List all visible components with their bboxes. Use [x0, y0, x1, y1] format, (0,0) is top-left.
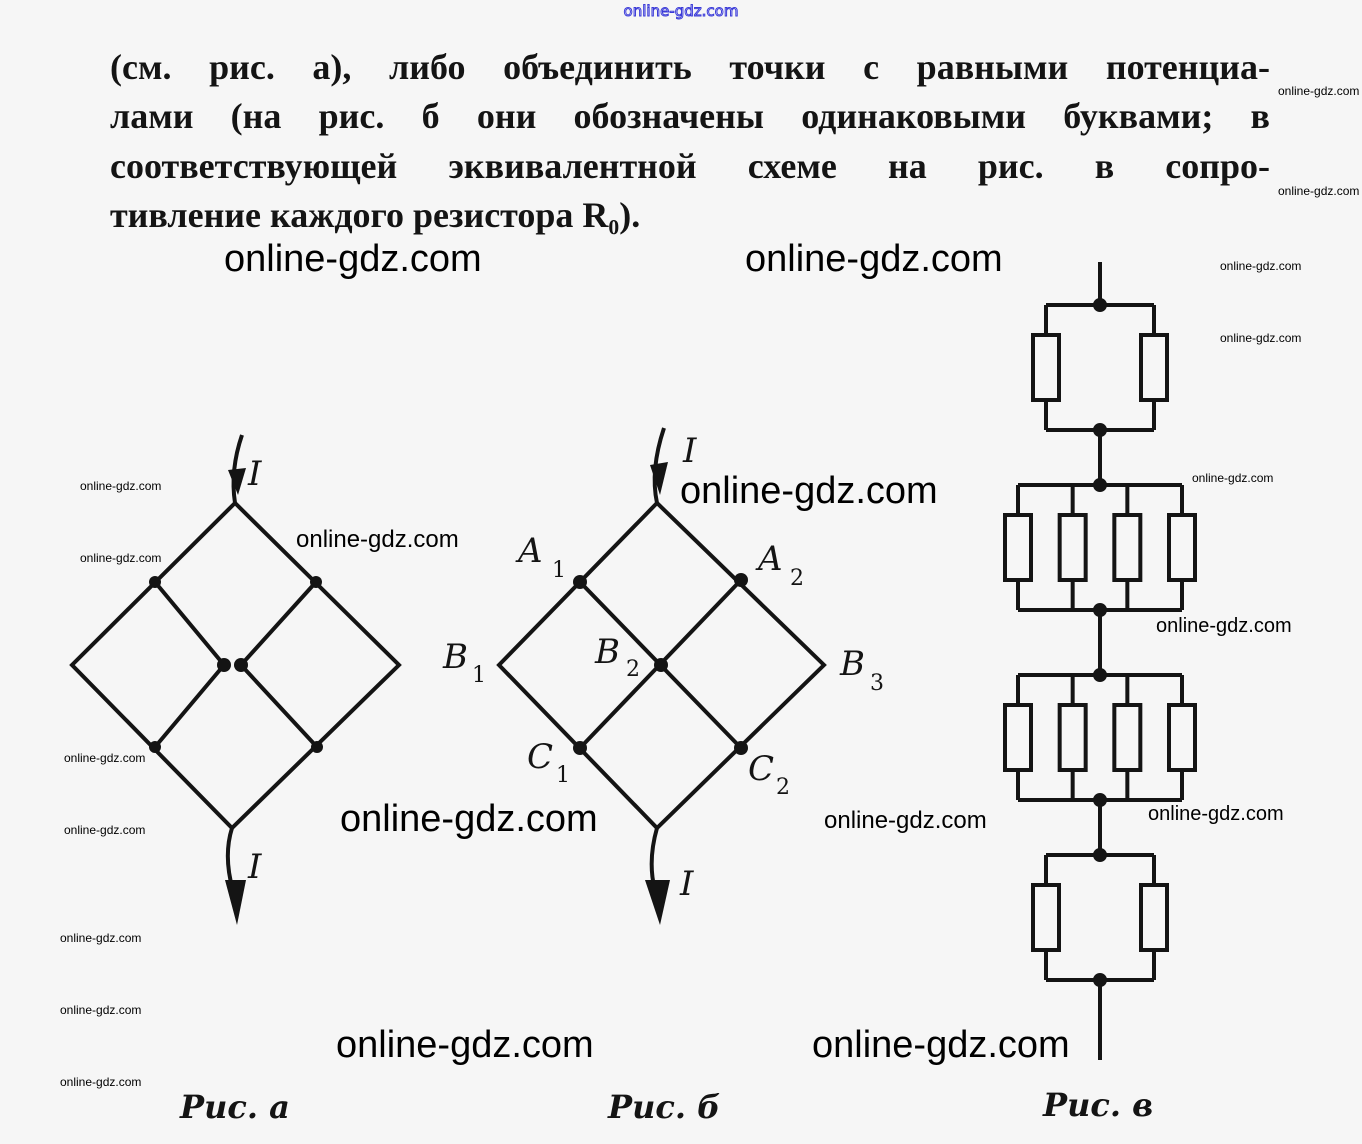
- watermark: online-gdz.com: [1192, 471, 1274, 485]
- figure-c-resistor-network: [1003, 262, 1197, 1060]
- caption-b: Рис. б: [608, 1088, 721, 1126]
- svg-text:1: 1: [556, 763, 570, 788]
- watermark: online-gdz.com: [1220, 259, 1302, 273]
- resistor-icon: [1112, 513, 1143, 582]
- watermark: online-gdz.com: [340, 798, 598, 840]
- svg-text:2: 2: [626, 657, 640, 682]
- watermark: online-gdz.com: [80, 551, 162, 565]
- watermark: online-gdz.com: [1220, 331, 1302, 345]
- resistor-icon: [1139, 333, 1169, 402]
- arrow-icon: [228, 468, 246, 495]
- caption-c: Рис. в: [1043, 1086, 1154, 1124]
- watermark: online-gdz.com: [745, 238, 1003, 280]
- watermark: online-gdz.com: [1278, 184, 1360, 198]
- watermark: online-gdz.com: [1278, 84, 1360, 98]
- watermark: online-gdz.com: [60, 1003, 142, 1017]
- node: [1093, 848, 1107, 862]
- svg-text:A: A: [755, 539, 783, 579]
- watermark: online-gdz.com: [60, 1075, 142, 1089]
- watermark: online-gdz.com: [224, 238, 482, 280]
- watermark: online-gdz.com: [812, 1024, 1070, 1066]
- watermark: online-gdz.com: [680, 470, 938, 512]
- header-watermark: online-gdz.com: [623, 2, 739, 21]
- svg-text:2: 2: [776, 775, 790, 800]
- watermark: online-gdz.com: [60, 931, 142, 945]
- arrow-icon: [650, 462, 668, 495]
- resistor-icon: [1031, 883, 1061, 952]
- resistor-icon: [1139, 883, 1169, 952]
- current-label: I: [247, 847, 262, 887]
- text-line: лами (на рис. б они обозначены одинаковы…: [110, 96, 1270, 136]
- resistor-icon: [1003, 703, 1033, 772]
- nodes-b: [573, 573, 748, 755]
- svg-text:C: C: [527, 737, 553, 777]
- watermark: online-gdz.com: [1156, 615, 1292, 637]
- nodes-a: [149, 576, 323, 753]
- inner-right: [238, 580, 319, 749]
- svg-text:1: 1: [552, 558, 566, 583]
- resistor-icon: [1057, 703, 1088, 772]
- arrow-icon: [645, 880, 670, 925]
- watermark: online-gdz.com: [336, 1024, 594, 1066]
- arrow-icon: [225, 880, 246, 925]
- node: [1093, 478, 1107, 492]
- watermark: online-gdz.com: [824, 807, 987, 834]
- watermark: online-gdz.com: [64, 823, 146, 837]
- resistor-icon: [1057, 513, 1088, 582]
- watermark: online-gdz.com: [1148, 803, 1284, 825]
- svg-text:2: 2: [790, 566, 804, 591]
- resistor-icon: [1167, 703, 1197, 772]
- svg-text:B: B: [839, 644, 865, 684]
- current-label: I: [679, 864, 694, 904]
- resistor-icon: [1167, 513, 1197, 582]
- svg-text:B: B: [594, 632, 620, 672]
- svg-text:3: 3: [870, 671, 884, 696]
- watermark: online-gdz.com: [80, 479, 162, 493]
- current-label: I: [682, 431, 697, 471]
- resistor-icon: [1003, 513, 1033, 582]
- resistor-icon: [1112, 703, 1143, 772]
- svg-text:1: 1: [472, 663, 486, 688]
- watermark: online-gdz.com: [64, 751, 146, 765]
- svg-text:C: C: [748, 749, 774, 789]
- caption-a: Рис. а: [180, 1088, 290, 1126]
- inner-left: [153, 580, 227, 749]
- text-line: соответствующей эквивалентной схеме на р…: [110, 146, 1270, 186]
- current-label: I: [247, 454, 262, 494]
- watermark: online-gdz.com: [296, 526, 459, 553]
- svg-text:B: B: [442, 637, 468, 677]
- resistor-icon: [1031, 333, 1061, 402]
- node: [1093, 298, 1107, 312]
- node: [1093, 668, 1107, 682]
- text-line: тивление каждого резистора R₀).: [110, 195, 641, 235]
- text-line: (см. рис. а), либо объединить точки с ра…: [110, 47, 1270, 87]
- svg-text:A: A: [515, 531, 543, 571]
